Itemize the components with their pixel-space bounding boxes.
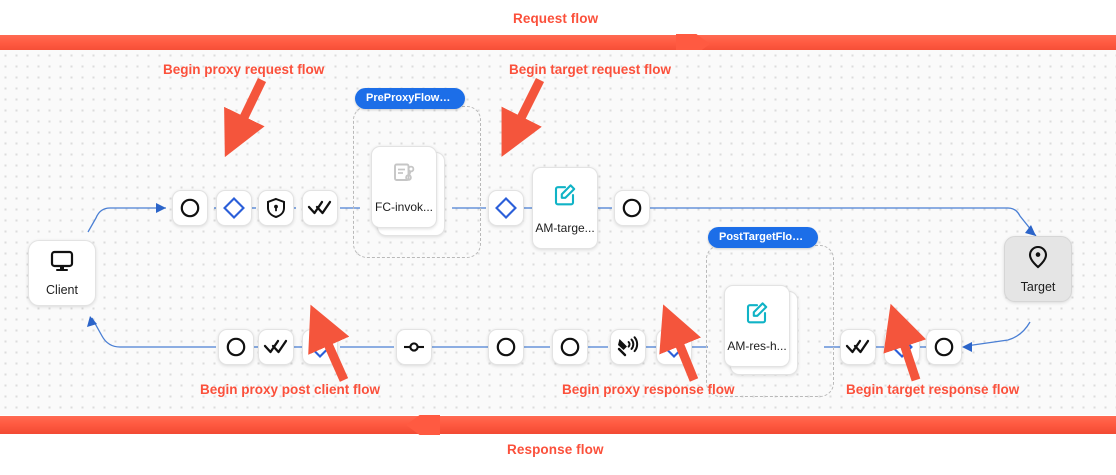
request-flow-bar-stem [0, 35, 1116, 53]
endpoint-target-label: Target [1020, 279, 1056, 294]
circle-icon [933, 336, 955, 358]
annotation-label-begin-proxy-request-flow: Begin proxy request flow [163, 62, 325, 77]
diamond-icon [223, 197, 245, 219]
policy-am-target-label: AM-targe... [535, 220, 595, 235]
step-res-mid-1[interactable] [488, 329, 524, 365]
endpoint-client[interactable]: Client [28, 240, 96, 306]
policy-fc-invoke-label: FC-invok... [374, 199, 433, 214]
response-flow-bar-stem [0, 416, 1116, 434]
step-res-target-checks[interactable] [840, 329, 876, 365]
step-req-target-flow-start[interactable] [488, 190, 524, 226]
arrowhead-to-target [1025, 225, 1036, 236]
annotation-arrow-target-request [501, 77, 545, 157]
shield-lock-icon [265, 197, 287, 219]
request-flow-arrowhead [676, 34, 710, 54]
step-req-proxy-flow-start[interactable] [216, 190, 252, 226]
step-res-target-end[interactable] [926, 329, 962, 365]
policy-stack-fc-invoke: FC-invok... [371, 146, 445, 236]
step-req-checks[interactable] [302, 190, 338, 226]
arrowhead-to-client [87, 316, 97, 327]
policy-am-res-h[interactable]: AM-res-h... [724, 285, 790, 367]
diamond-icon [495, 197, 517, 219]
circle-icon [559, 336, 581, 358]
step-res-post-client-flow-start[interactable] [302, 329, 338, 365]
request-flow-bar [0, 31, 1116, 57]
diamond-icon [891, 336, 913, 358]
circle-icon [495, 336, 517, 358]
step-req-start[interactable] [172, 190, 208, 226]
double-check-icon [263, 337, 289, 357]
step-req-security[interactable] [258, 190, 294, 226]
arrowhead-to-response-right [962, 342, 972, 352]
group-badge-pre-proxy-flow-hook[interactable]: PreProxyFlowH... [355, 88, 465, 109]
step-res-proxy-flow-start[interactable] [656, 329, 692, 365]
diamond-icon [663, 336, 685, 358]
annotation-label-begin-target-response-flow: Begin target response flow [846, 382, 1020, 397]
arrowhead-to-request-start [156, 203, 166, 213]
monitor-icon [49, 250, 75, 277]
annotation-label-begin-target-request-flow: Begin target request flow [509, 62, 672, 77]
script-task-icon [391, 161, 417, 192]
response-flow-label: Response flow [507, 442, 604, 457]
step-res-mid-2[interactable] [552, 329, 588, 365]
policy-stack-am-res-h: AM-res-h... [724, 285, 798, 375]
edit-square-icon [744, 300, 770, 331]
flow-canvas[interactable]: Client Target [0, 50, 1116, 415]
diamond-icon [309, 336, 331, 358]
response-flow-bar [0, 412, 1116, 438]
annotation-label-begin-proxy-post-client-flow: Begin proxy post client flow [200, 382, 381, 397]
line-dot-icon [402, 339, 426, 355]
annotation-arrow-proxy-request [224, 78, 267, 158]
request-flow-label: Request flow [513, 11, 599, 26]
step-res-link[interactable] [396, 329, 432, 365]
step-res-target-flow-start[interactable] [884, 329, 920, 365]
step-res-start[interactable] [218, 329, 254, 365]
location-pin-icon [1027, 245, 1049, 274]
annotation-label-begin-proxy-response-flow: Begin proxy response flow [562, 382, 735, 397]
group-badge-post-target-flow-hook[interactable]: PostTargetFlow... [708, 227, 818, 248]
policy-fc-invoke[interactable]: FC-invok... [371, 146, 437, 228]
circle-icon [179, 197, 201, 219]
endpoint-client-label: Client [46, 282, 78, 297]
step-req-end[interactable] [614, 190, 650, 226]
endpoint-target[interactable]: Target [1004, 236, 1072, 302]
policy-am-target[interactable]: AM-targe... [532, 167, 598, 249]
edit-square-icon [552, 182, 578, 213]
circle-icon [225, 336, 247, 358]
double-check-icon [845, 337, 871, 357]
policy-am-res-h-label: AM-res-h... [727, 338, 787, 353]
step-res-broadcast[interactable] [610, 329, 646, 365]
circle-icon [621, 197, 643, 219]
response-flow-arrowhead [406, 415, 440, 435]
double-check-icon [307, 198, 333, 218]
step-res-checks[interactable] [258, 329, 294, 365]
signal-hand-icon [616, 335, 640, 359]
